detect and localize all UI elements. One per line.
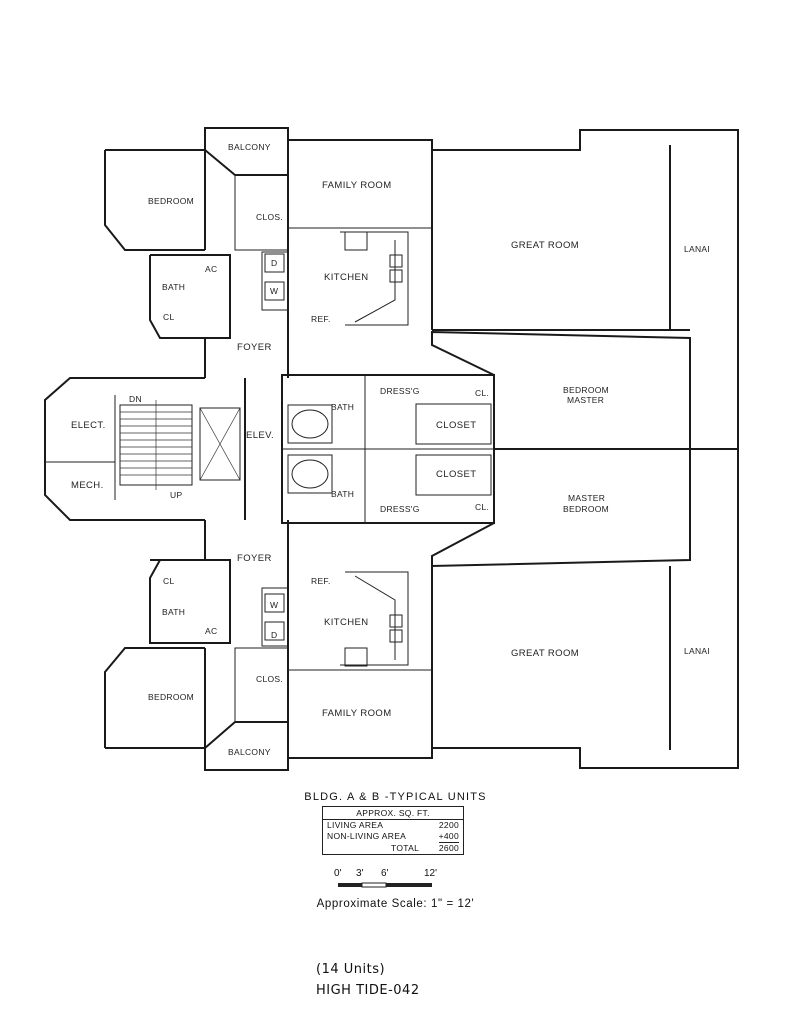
label-ac-bottom: AC xyxy=(205,626,217,636)
sqft-row-living: LIVING AREA 2200 xyxy=(323,820,463,831)
label-ac-top: AC xyxy=(205,264,217,274)
label-w-top: W xyxy=(270,286,278,296)
label-master-bedroom-2: BEDROOM xyxy=(563,504,609,514)
label-great-room-top: GREAT ROOM xyxy=(511,240,579,251)
label-bath-core-bottom: BATH xyxy=(331,489,354,499)
center-core-walls xyxy=(44,330,738,568)
label-foyer-top: FOYER xyxy=(237,342,272,353)
label-elect: ELECT. xyxy=(71,420,106,431)
label-ref-top: REF. xyxy=(311,314,331,324)
living-area-label: LIVING AREA xyxy=(327,820,384,830)
label-d-bottom: D xyxy=(271,630,277,640)
nonliving-area-value: +400 xyxy=(438,831,459,843)
label-mech: MECH. xyxy=(71,480,104,491)
label-great-room-bottom: GREAT ROOM xyxy=(511,648,579,659)
label-closet-top: CLOSET xyxy=(436,420,476,431)
label-bedroom-master-2: MASTER xyxy=(567,395,604,405)
living-area-value: 2200 xyxy=(438,820,459,830)
scale-text: Approximate Scale: 1" = 12' xyxy=(316,898,475,910)
label-lanai-top: LANAI xyxy=(684,244,710,254)
label-d-top: D xyxy=(271,258,277,268)
label-bedroom-master-1: BEDROOM xyxy=(563,385,609,395)
label-bath-top: BATH xyxy=(162,282,185,292)
total-value: 2600 xyxy=(438,843,459,853)
label-balcony-bottom: BALCONY xyxy=(228,747,271,757)
nonliving-area-label: NON-LIVING AREA xyxy=(327,831,407,841)
label-elev: ELEV. xyxy=(246,430,274,441)
label-w-bottom: W xyxy=(270,600,278,610)
label-family-room-bottom: FAMILY ROOM xyxy=(322,708,392,719)
units-note: (14 Units) xyxy=(316,962,386,977)
bldg-title: BLDG. A & B -TYPICAL UNITS xyxy=(304,791,487,803)
label-clos-top: CLOS. xyxy=(256,212,283,222)
label-master-bedroom-1: MASTER xyxy=(568,493,605,503)
scale-tick-3: 3' xyxy=(356,868,364,879)
label-dress-top: DRESS'G xyxy=(380,386,420,396)
room-labels: BALCONY FAMILY ROOM BEDROOM CLOS. GREAT … xyxy=(71,142,710,757)
scale-bar xyxy=(338,882,432,888)
label-bath-core-top: BATH xyxy=(331,402,354,412)
scale-tick-6: 6' xyxy=(381,868,389,879)
label-balcony-top: BALCONY xyxy=(228,142,271,152)
label-up: UP xyxy=(170,490,182,500)
label-bath-bottom: BATH xyxy=(162,607,185,617)
plan-name: HIGH TIDE-042 xyxy=(316,983,420,998)
sqft-row-nonliving: NON-LIVING AREA +400 xyxy=(323,831,463,843)
sqft-table: APPROX. SQ. FT. LIVING AREA 2200 NON-LIV… xyxy=(322,806,464,855)
label-cl-bottom: CL xyxy=(163,576,174,586)
scale-tick-12: 12' xyxy=(424,868,438,879)
total-label: TOTAL xyxy=(391,843,420,853)
label-ref-bottom: REF. xyxy=(311,576,331,586)
label-cl-dot-top: CL. xyxy=(475,388,489,398)
label-cl-dot-bottom: CL. xyxy=(475,502,489,512)
label-closet-bottom: CLOSET xyxy=(436,469,476,480)
sqft-header: APPROX. SQ. FT. xyxy=(323,807,463,820)
label-cl-top: CL xyxy=(163,312,174,322)
label-bedroom-bottom: BEDROOM xyxy=(148,692,194,702)
top-unit-walls xyxy=(104,127,739,560)
label-bedroom-top: BEDROOM xyxy=(148,196,194,206)
scale-tick-0: 0' xyxy=(334,868,342,879)
label-kitchen-bottom: KITCHEN xyxy=(324,617,369,628)
bottom-unit-walls xyxy=(104,520,739,771)
label-lanai-bottom: LANAI xyxy=(684,646,710,656)
label-foyer-bottom: FOYER xyxy=(237,553,272,564)
label-clos-bottom: CLOS. xyxy=(256,674,283,684)
label-dn: DN xyxy=(129,394,142,404)
label-dress-bottom: DRESS'G xyxy=(380,504,420,514)
label-family-room-top: FAMILY ROOM xyxy=(322,180,392,191)
label-kitchen-top: KITCHEN xyxy=(324,272,369,283)
sqft-row-total: TOTAL 2600 xyxy=(323,843,463,854)
